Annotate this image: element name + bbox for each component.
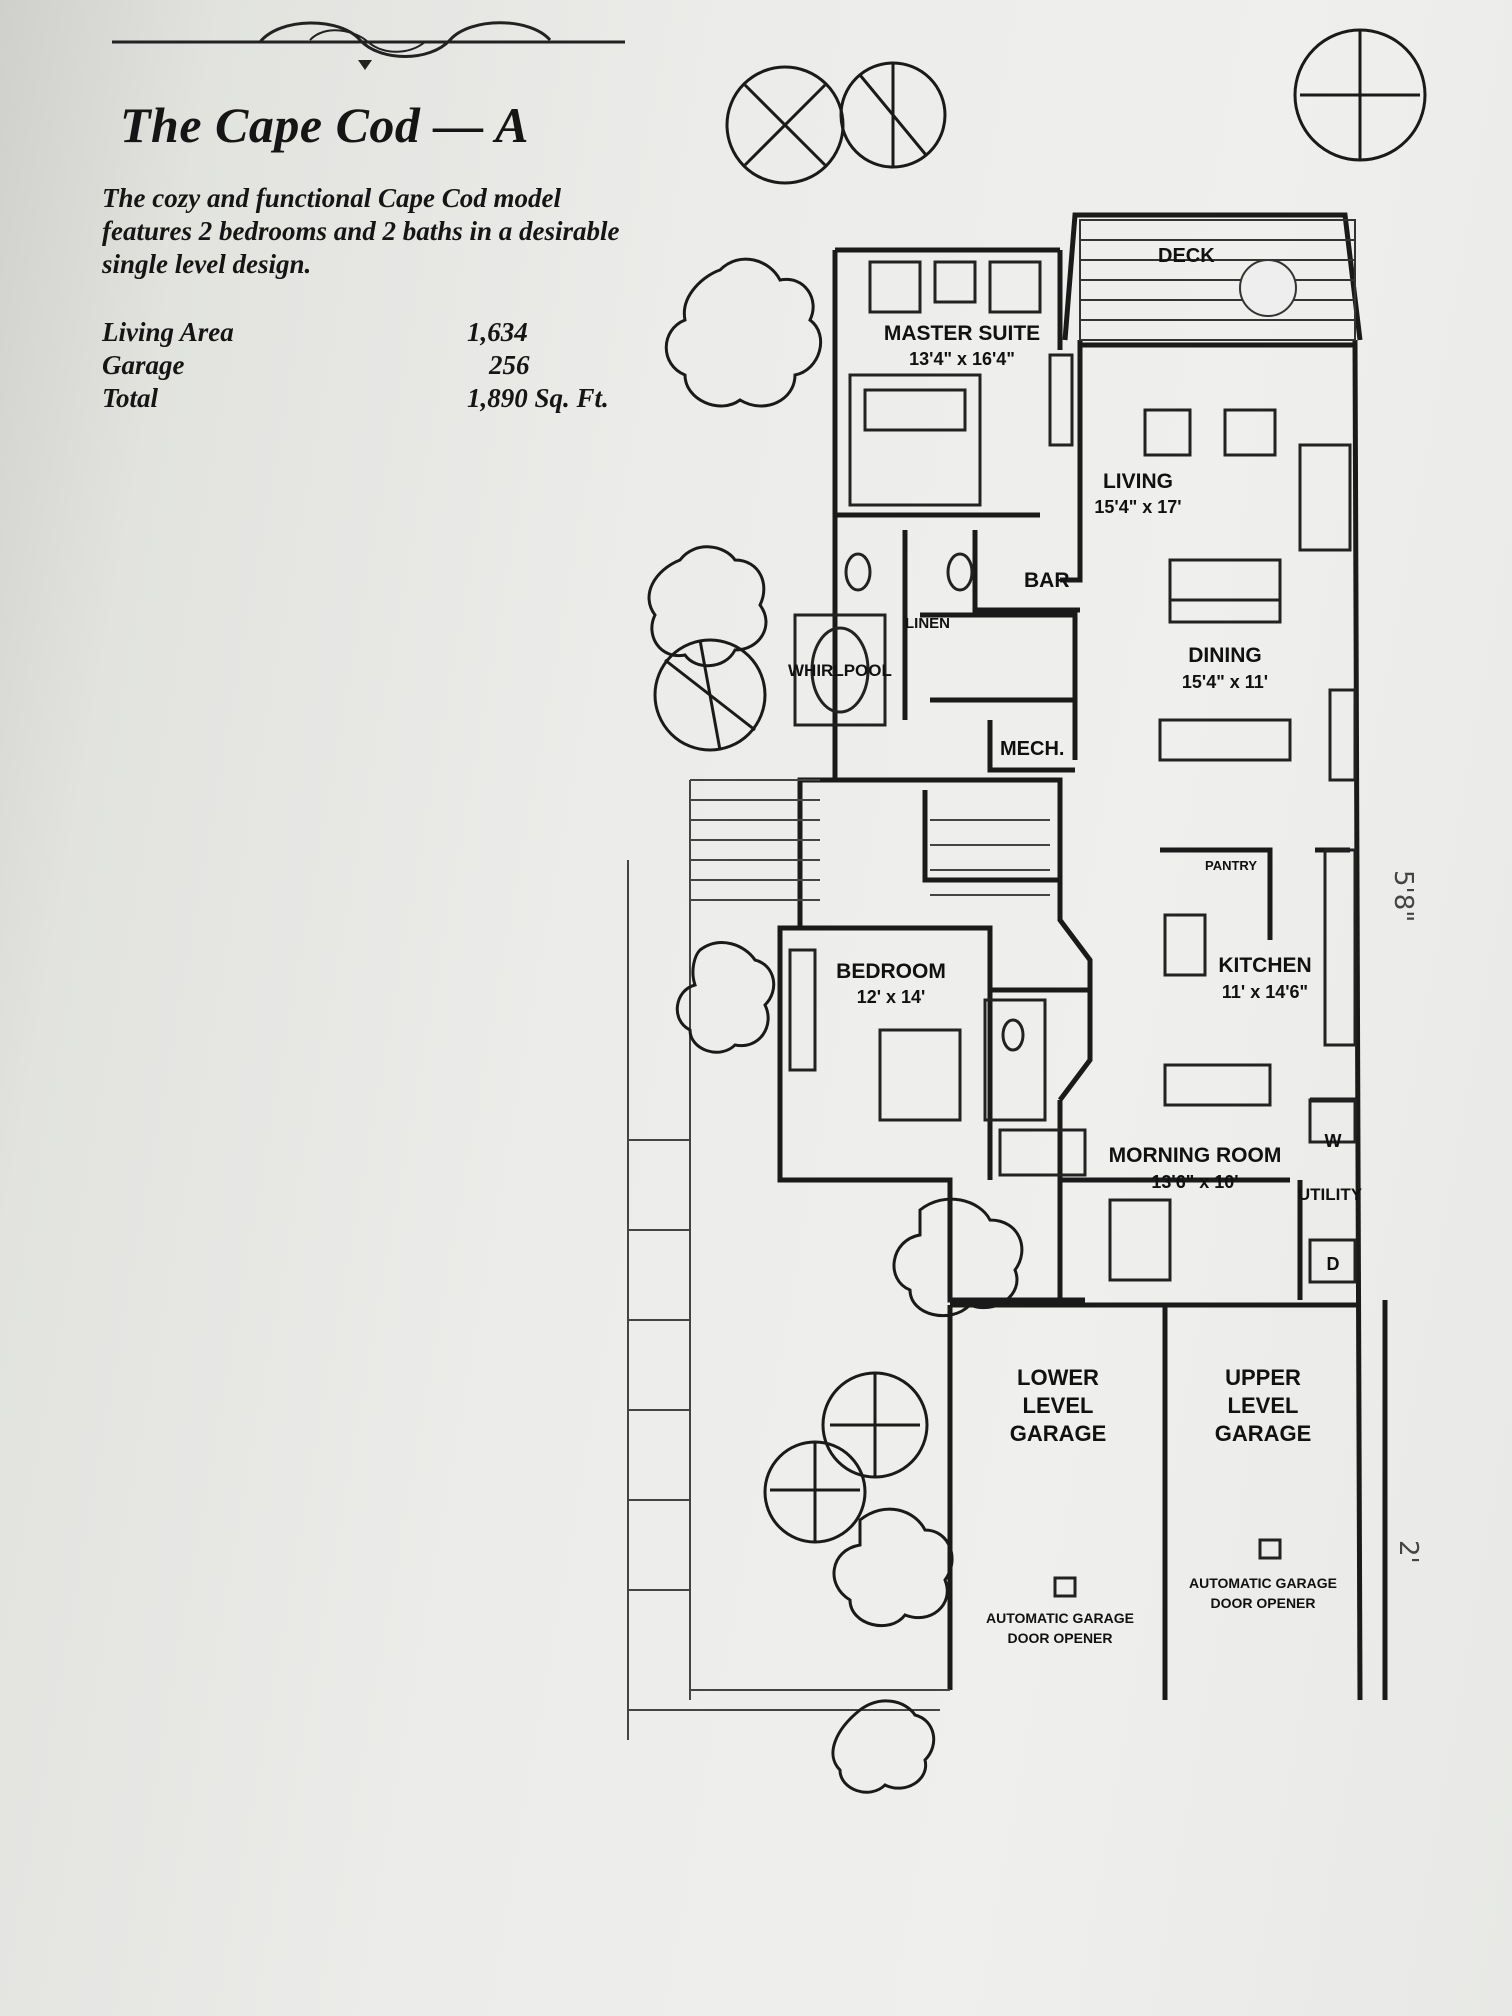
svg-text:2': 2' bbox=[1393, 1540, 1423, 1564]
lower-garage-line3: GARAGE bbox=[1010, 1421, 1107, 1446]
washer-label: W bbox=[1325, 1131, 1342, 1151]
dining-label: DINING bbox=[1188, 644, 1262, 667]
area-label: Living Area bbox=[102, 317, 234, 347]
area-value: 1,634 bbox=[467, 317, 528, 347]
page-title: The Cape Cod — A bbox=[120, 97, 529, 153]
description: The cozy and functional Cape Cod model f… bbox=[102, 183, 620, 279]
master-suite-label: MASTER SUITE bbox=[884, 322, 1040, 345]
upper-garage-line1: UPPER bbox=[1225, 1365, 1301, 1390]
linen-label: LINEN bbox=[905, 615, 950, 632]
morning-room-label: MORNING ROOM bbox=[1109, 1144, 1282, 1167]
area-value: 256 bbox=[489, 350, 530, 380]
svg-text:5'8": 5'8" bbox=[1388, 870, 1418, 922]
area-label: Garage bbox=[102, 350, 185, 380]
mech-label: MECH. bbox=[1000, 738, 1064, 760]
upper-garage-line3: GARAGE bbox=[1215, 1421, 1312, 1446]
lower-garage-opener-1: AUTOMATIC GARAGE bbox=[986, 1610, 1134, 1626]
pantry-label: PANTRY bbox=[1205, 858, 1257, 873]
area-table: Living Area 1,634 Garage 256 Total 1,890… bbox=[102, 316, 662, 415]
living-dims: 15'4" x 17' bbox=[1094, 497, 1181, 517]
utility-label: UTILITY bbox=[1298, 1185, 1363, 1204]
deck-label: DECK bbox=[1158, 245, 1215, 267]
master-suite-dims: 13'4" x 16'4" bbox=[909, 349, 1015, 369]
dryer-label: D bbox=[1327, 1254, 1340, 1274]
dining-dims: 15'4" x 11' bbox=[1182, 672, 1268, 692]
upper-garage-line2: LEVEL bbox=[1228, 1393, 1299, 1418]
upper-garage-opener-1: AUTOMATIC GARAGE bbox=[1189, 1575, 1337, 1591]
living-label: LIVING bbox=[1103, 470, 1173, 493]
ornament-flourish bbox=[112, 21, 625, 70]
area-label: Total bbox=[102, 383, 159, 413]
kitchen-dims: 11' x 14'6" bbox=[1222, 982, 1308, 1002]
area-value: 1,890 Sq. Ft. bbox=[467, 383, 609, 413]
lower-garage-opener-2: DOOR OPENER bbox=[1007, 1630, 1112, 1646]
area-row-garage: Garage 256 bbox=[102, 349, 662, 382]
kitchen-label: KITCHEN bbox=[1218, 954, 1311, 977]
bedroom-label: BEDROOM bbox=[836, 960, 946, 983]
area-row-living: Living Area 1,634 bbox=[102, 316, 662, 349]
bar-label: BAR bbox=[1024, 569, 1070, 592]
whirlpool-label: WHIRLPOOL bbox=[788, 661, 892, 680]
area-row-total: Total 1,890 Sq. Ft. bbox=[102, 382, 662, 415]
lower-garage-line2: LEVEL bbox=[1023, 1393, 1094, 1418]
bedroom-dims: 12' x 14' bbox=[857, 987, 926, 1007]
morning-room-dims: 13'6" x 10' bbox=[1151, 1172, 1238, 1192]
upper-garage-opener-2: DOOR OPENER bbox=[1210, 1595, 1315, 1611]
lower-garage-line1: LOWER bbox=[1017, 1365, 1099, 1390]
